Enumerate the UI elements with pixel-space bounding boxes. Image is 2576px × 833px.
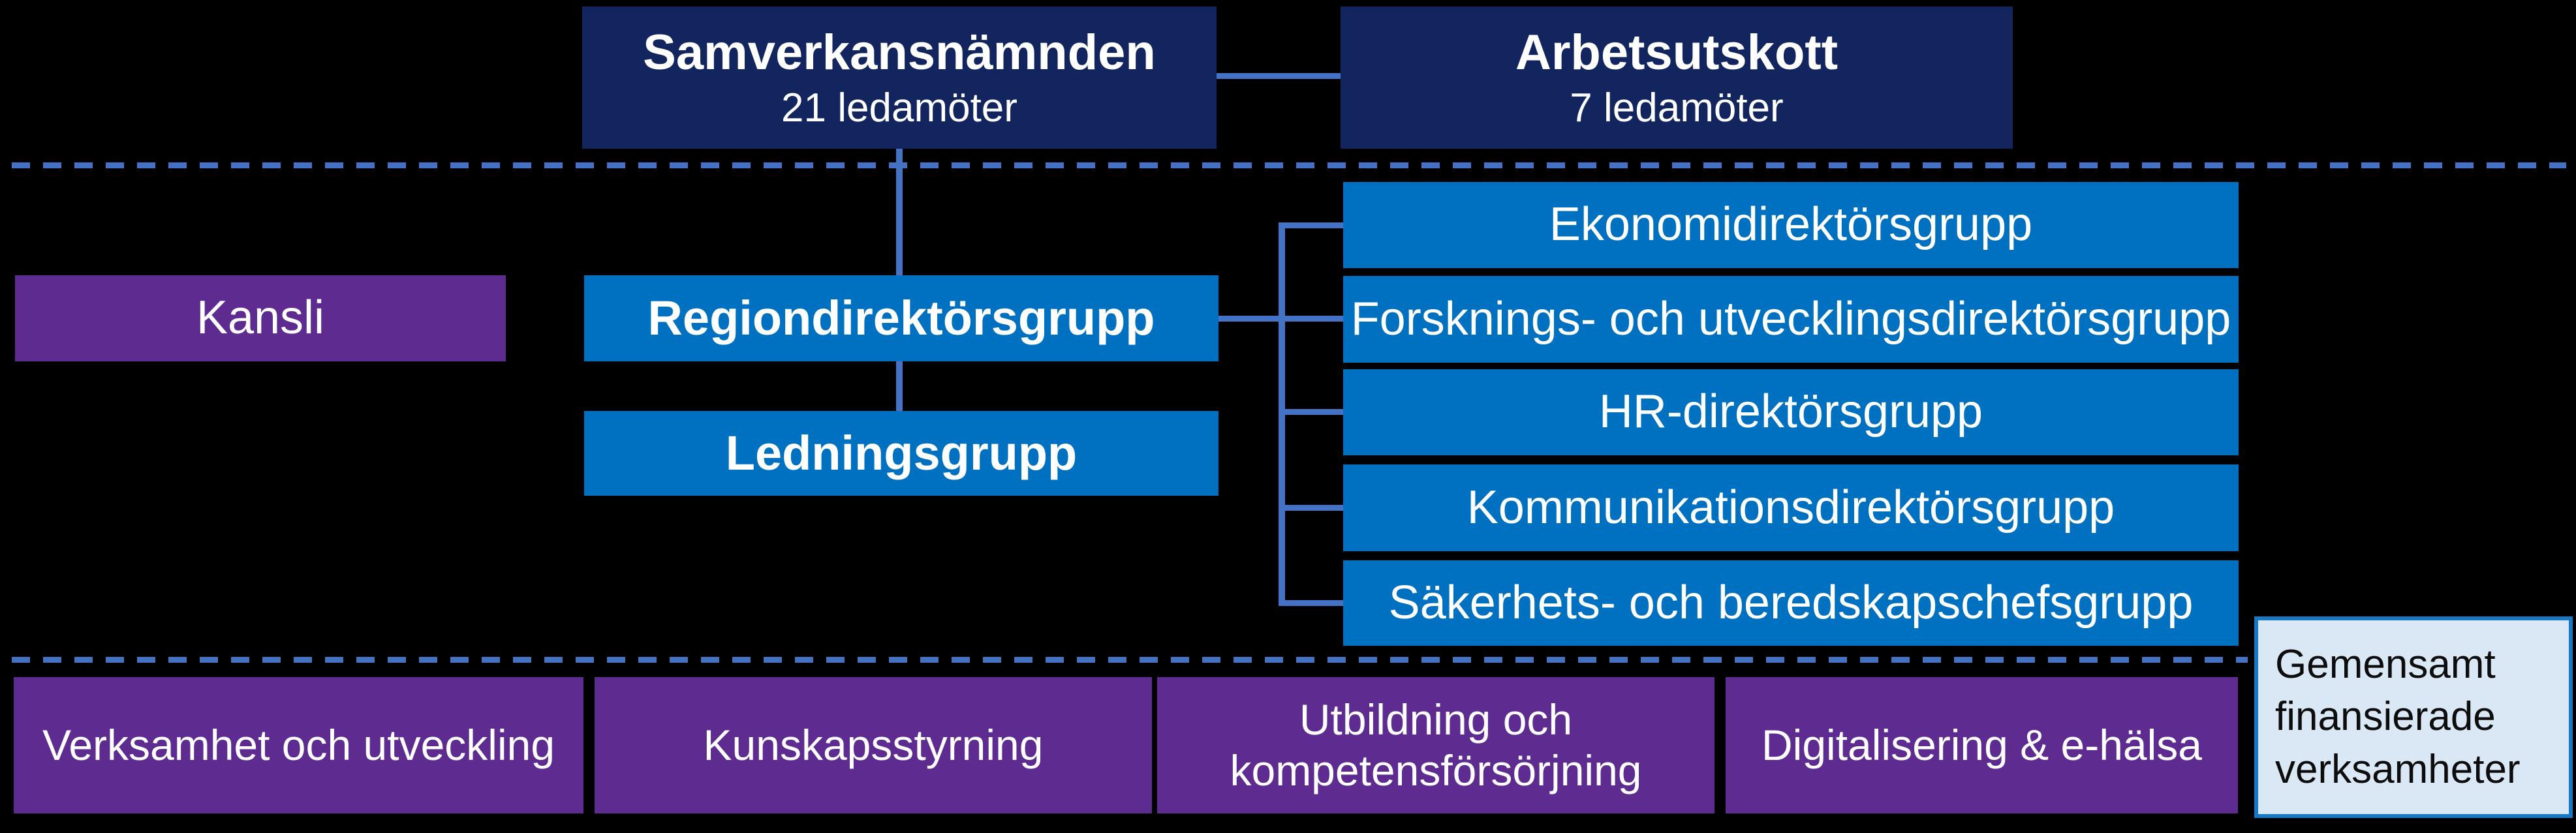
node-title: Samverkansnämnden — [643, 25, 1156, 81]
node-samverkansnamnden: Samverkansnämnden 21 ledamöter — [582, 7, 1217, 149]
node-subtitle: 7 ledamöter — [1570, 85, 1784, 130]
node-regiondirektorsgrupp: Regiondirektörsgrupp — [584, 275, 1218, 361]
node-title: Arbetsutskott — [1515, 25, 1839, 81]
node-kansli: Kansli — [15, 275, 506, 361]
node-label: HR-direktörsgrupp — [1598, 386, 1983, 438]
node-label: Ekonomidirektörsgrupp — [1549, 198, 2033, 251]
node-kunskapsstyrning: Kunskapsstyrning — [595, 677, 1152, 813]
node-label: Ledningsgrupp — [725, 426, 1078, 481]
dashed-divider-bottom — [12, 657, 2248, 663]
connector-samverkansnamnden-regiondirektorsgrupp — [896, 149, 903, 275]
connector-stub-sakerhetsgrupp — [1281, 600, 1343, 606]
node-label: Säkerhets- och beredskapschefsgrupp — [1388, 576, 2194, 629]
node-label: Kansli — [196, 292, 325, 344]
node-label: Gemensamt finansierade verksamheter — [2275, 641, 2521, 792]
dashed-divider-top — [12, 162, 2566, 168]
node-label: Regiondirektörsgrupp — [647, 291, 1155, 346]
connector-stub-hr-direktorsgrupp — [1281, 409, 1343, 415]
node-label: Forsknings- och utvecklingsdirektörsgrup… — [1350, 292, 2231, 345]
node-label: Verksamhet och utveckling — [42, 720, 555, 769]
connector-stub-ekonomidirektorsgrupp — [1281, 222, 1343, 228]
connector-stub-kommunikationsdirektorsgrupp — [1281, 505, 1343, 511]
node-ekonomidirektorsgrupp: Ekonomidirektörsgrupp — [1343, 182, 2239, 268]
node-gemensamt-finansierade-verksamheter: Gemensamt finansierade verksamheter — [2254, 616, 2573, 818]
node-kommunikationsdirektorsgrupp: Kommunikationsdirektörsgrupp — [1343, 464, 2239, 551]
node-hr-direktorsgrupp: HR-direktörsgrupp — [1343, 369, 2239, 455]
node-label: Kunskapsstyrning — [703, 720, 1044, 769]
connector-samverkansnamnden-arbetsutskott — [1217, 73, 1341, 79]
node-ledningsgrupp: Ledningsgrupp — [584, 411, 1218, 496]
node-label: Kommunikationsdirektörsgrupp — [1466, 481, 2115, 534]
node-label: Digitalisering & e-hälsa — [1761, 720, 2202, 769]
node-sakerhets-beredskapschefsgrupp: Säkerhets- och beredskapschefsgrupp — [1343, 560, 2239, 646]
node-label: Utbildning och kompetensförsörjning — [1230, 695, 1642, 795]
connector-regiondirektorsgrupp-ledningsgrupp — [896, 361, 903, 411]
node-utbildning-kompetensforsorjning: Utbildning och kompetensförsörjning — [1157, 677, 1715, 813]
node-subtitle: 21 ledamöter — [781, 85, 1017, 130]
node-forsknings-utvecklingsdirektorsgrupp: Forsknings- och utvecklingsdirektörsgrup… — [1343, 276, 2239, 363]
node-digitalisering-e-halsa: Digitalisering & e-hälsa — [1726, 677, 2238, 813]
node-arbetsutskott: Arbetsutskott 7 ledamöter — [1341, 7, 2013, 149]
node-verksamhet-och-utveckling: Verksamhet och utveckling — [14, 677, 583, 813]
